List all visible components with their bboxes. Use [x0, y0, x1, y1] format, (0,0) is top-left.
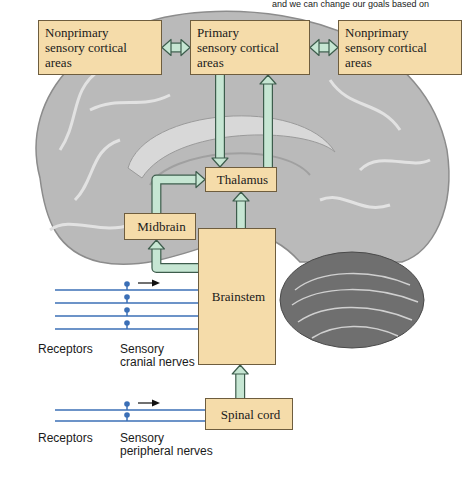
pathway-arrow — [156, 172, 205, 214]
direction-arrow — [138, 282, 154, 283]
box-text: Brainstem — [203, 289, 275, 304]
pathway-arrow — [212, 75, 228, 167]
cerebrum-shape — [36, 11, 449, 264]
arrow-body — [264, 81, 272, 167]
region-box: Brainstem — [198, 228, 276, 365]
arrow-body — [216, 75, 224, 161]
ganglion-dot — [124, 320, 130, 326]
pathway-arrow — [310, 40, 338, 56]
gyrus-line — [50, 224, 130, 230]
arrow-outline — [236, 198, 246, 228]
arrowhead — [162, 40, 171, 56]
arrow-outline — [215, 75, 225, 161]
region-box: Spinal cord — [205, 398, 293, 430]
annotation-label: and we can change our goals based on — [272, 0, 465, 9]
direction-arrowhead — [152, 400, 160, 407]
box-text: Spinal cord — [210, 407, 292, 422]
direction-arrow — [138, 402, 154, 403]
arrowhead — [310, 40, 319, 56]
cerebellum-fold — [312, 326, 398, 338]
arrowhead — [212, 158, 228, 167]
region-box: Thalamus — [205, 167, 277, 192]
gyrus-line — [320, 198, 390, 208]
region-box: Midbrain — [124, 213, 196, 240]
arrow-body — [236, 371, 244, 398]
pathway-arrow — [260, 75, 276, 167]
ganglion-dot — [124, 307, 130, 313]
cerebellum-fold — [298, 307, 412, 322]
ganglion-dot — [124, 412, 130, 418]
arrowhead — [232, 365, 248, 374]
annotation-label: Sensory peripheral nerves — [120, 432, 216, 458]
annotation-label: Sensory cranial nerves — [120, 343, 198, 369]
arrowhead — [260, 75, 276, 84]
annotation-label: Receptors — [38, 432, 118, 445]
arrowhead — [181, 40, 190, 56]
arrow-body — [156, 180, 198, 214]
box-text: Nonprimary sensory cortical areas — [345, 25, 441, 70]
region-box: Nonprimary sensory cortical areas — [338, 20, 462, 75]
cerebellum-shape — [280, 252, 424, 348]
box-text: Primary sensory cortical areas — [197, 25, 281, 70]
annotation-label: Receptors — [38, 343, 118, 356]
nerve-line — [55, 409, 205, 411]
arrowhead — [196, 172, 205, 188]
pathway-arrow — [232, 365, 248, 398]
cerebellum-fold — [295, 274, 410, 290]
arrow-outline — [235, 371, 245, 398]
region-box: Nonprimary sensory cortical areas — [38, 20, 162, 75]
box-text: Nonprimary sensory cortical areas — [45, 25, 141, 70]
arrow-outline — [156, 180, 198, 214]
arrow-outline — [263, 81, 273, 167]
arrow-body — [237, 198, 245, 228]
gyrus-line — [330, 80, 400, 130]
gyrus-line — [90, 95, 170, 110]
box-text: Midbrain — [129, 219, 195, 234]
gyrus-line — [360, 160, 430, 170]
arrowhead — [233, 192, 249, 201]
arrowhead — [329, 40, 338, 56]
nerve-line — [55, 420, 205, 422]
pathway-arrow — [162, 40, 190, 56]
direction-arrowhead — [152, 280, 160, 287]
pathway-arrow — [148, 240, 198, 268]
ganglion-dot — [124, 294, 130, 300]
pathway-arrow — [233, 192, 249, 228]
box-text: Thalamus — [210, 172, 276, 187]
ganglion-dot — [124, 401, 130, 407]
region-box: Primary sensory cortical areas — [190, 20, 310, 75]
ganglion-dot — [124, 281, 130, 287]
cerebellum-fold — [292, 290, 418, 305]
gyrus-line — [75, 140, 120, 200]
arrowhead — [148, 240, 164, 249]
gyrus-line — [60, 70, 100, 150]
